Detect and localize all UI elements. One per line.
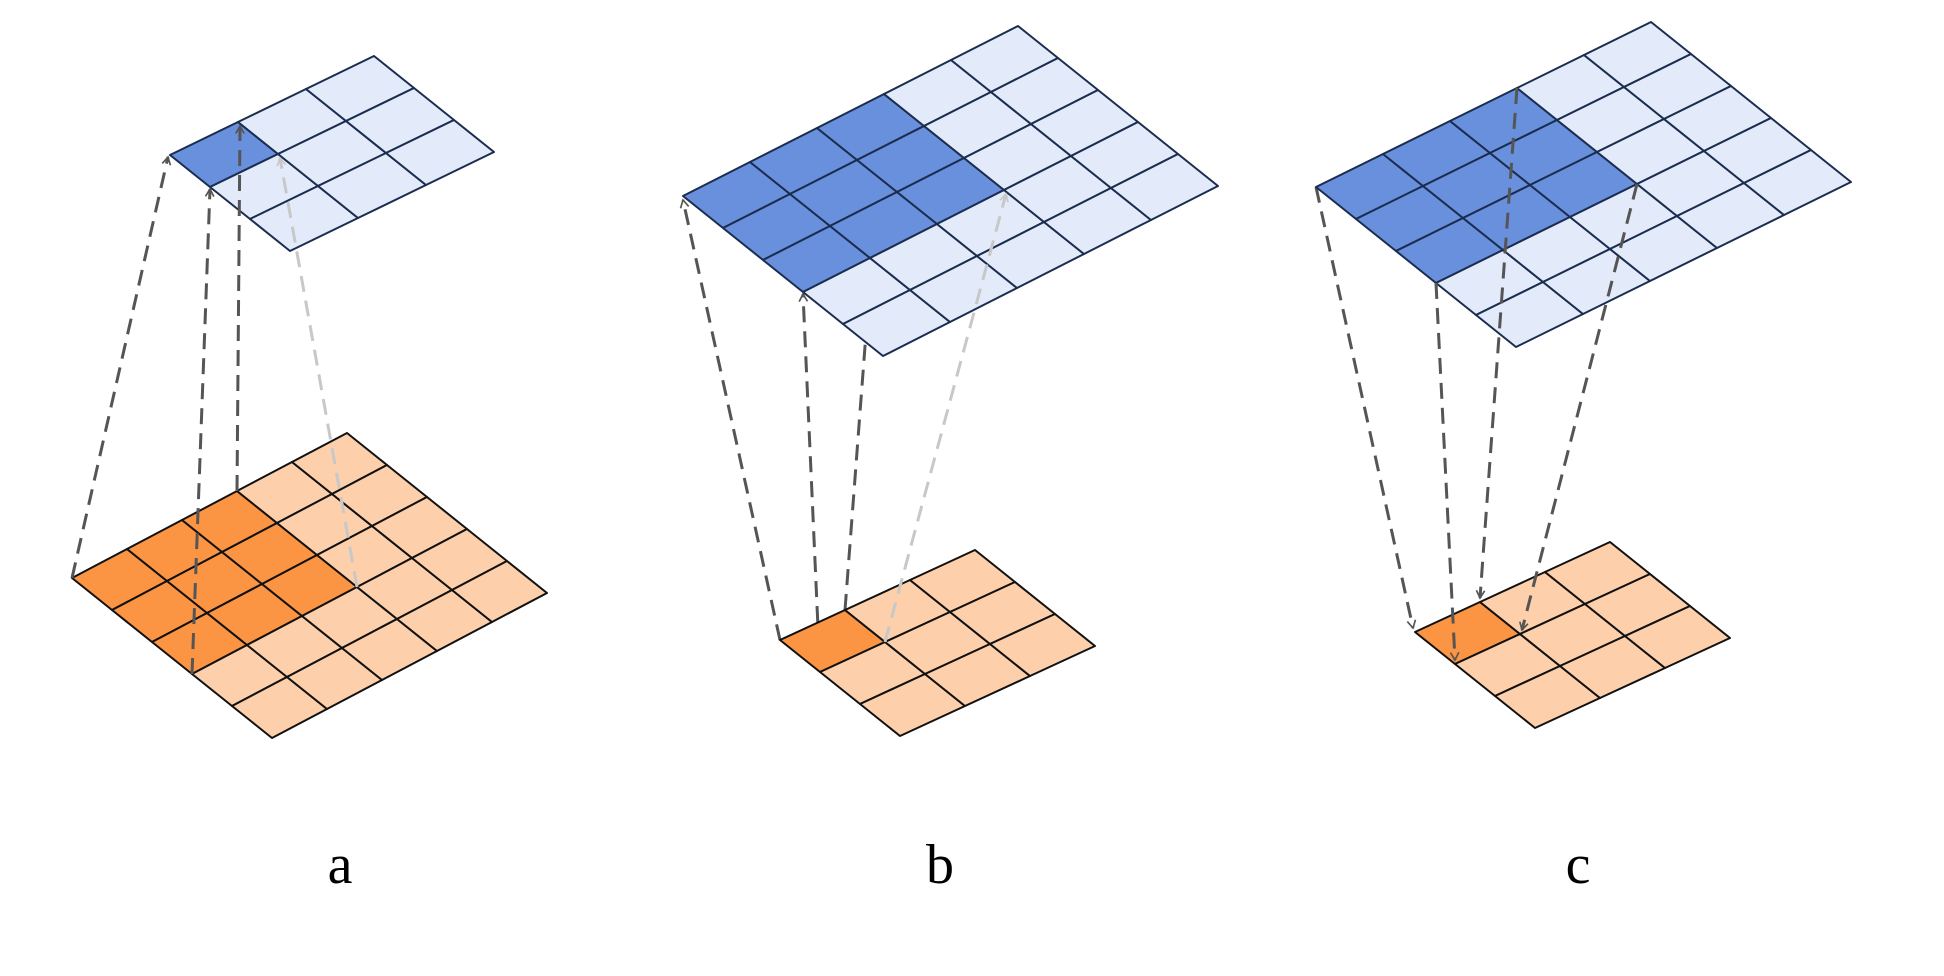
panel-label-b: b bbox=[926, 834, 954, 896]
panel-a-arrow-tl bbox=[70, 157, 168, 579]
panel-c-output-cell-4-4 bbox=[1743, 149, 1852, 216]
panel-b-output-cell-4-4 bbox=[1110, 153, 1219, 221]
panel-a-arrow-bl bbox=[190, 189, 210, 675]
panel-b-arrow-bl bbox=[803, 294, 822, 673]
panel-c-arrow-tr bbox=[1480, 87, 1519, 598]
panel-label-a: a bbox=[327, 834, 353, 896]
panel-a-output-cell-2-2 bbox=[385, 119, 495, 186]
panel-b-output-grid bbox=[682, 25, 1219, 357]
panel-b-input-cell-2-2 bbox=[989, 613, 1096, 677]
panel-a-output-grid bbox=[169, 55, 495, 252]
panel-a-arrow-br bbox=[280, 158, 359, 588]
panel-c-input-cell-2-2 bbox=[1624, 605, 1731, 669]
panel-c-arrow-br bbox=[1522, 183, 1639, 630]
panel-b-arrow-br bbox=[883, 194, 1006, 643]
panel-label-c: c bbox=[1565, 834, 1591, 896]
panel-c-arrow-bl bbox=[1434, 282, 1455, 660]
panel-c-input-grid bbox=[1414, 541, 1731, 729]
panel-c-arrow-tl bbox=[1314, 186, 1413, 628]
panel-b-arrow-tl bbox=[683, 200, 782, 641]
panel-a-input-cell-4-4 bbox=[451, 560, 548, 623]
panel-b-input-grid bbox=[779, 549, 1096, 737]
panel-c-output-grid bbox=[1315, 21, 1852, 348]
panel-a-input-grid bbox=[71, 432, 548, 739]
panel-a-arrow-tr bbox=[237, 126, 240, 492]
